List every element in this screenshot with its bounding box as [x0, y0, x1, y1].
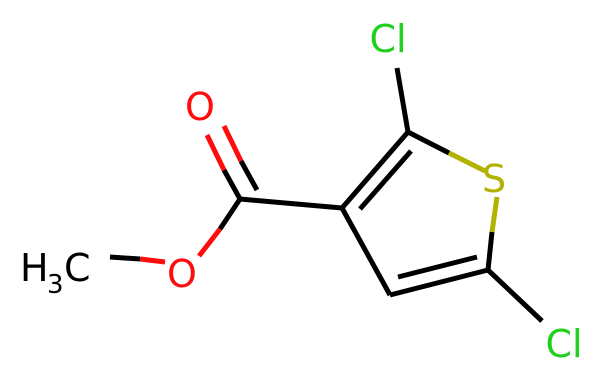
bond-c3-ccarbonyl [239, 196, 343, 211]
bond-s-c5 [485, 196, 500, 271]
atom-methyl-c: C [64, 246, 91, 290]
bond-group [109, 67, 544, 323]
bond-c5-c4-double [389, 254, 489, 298]
bond-carbonyl-double [204, 124, 260, 201]
bond-o-ch3 [109, 254, 166, 265]
atom-sulfur: S [482, 157, 506, 201]
bond-c2-cl [394, 67, 411, 133]
bond-c4-c3 [339, 206, 393, 297]
bond-c2-s [406, 129, 487, 174]
atom-cl-top: Cl [369, 17, 406, 61]
atom-oxygen-ester: O [167, 252, 197, 296]
atom-methyl-h: H [20, 246, 49, 290]
atom-cl-bottom: Cl [545, 322, 582, 366]
bond-c3-c2-double [340, 130, 413, 211]
atom-labels: Cl S Cl O O H 3 C [20, 17, 583, 366]
atom-methyl-group: H 3 C [20, 246, 91, 300]
bond-c5-cl [486, 268, 544, 323]
bond-c-o-ester [197, 197, 243, 258]
atom-oxygen-carbonyl: O [185, 85, 215, 129]
atom-methyl-subscript: 3 [47, 270, 64, 300]
